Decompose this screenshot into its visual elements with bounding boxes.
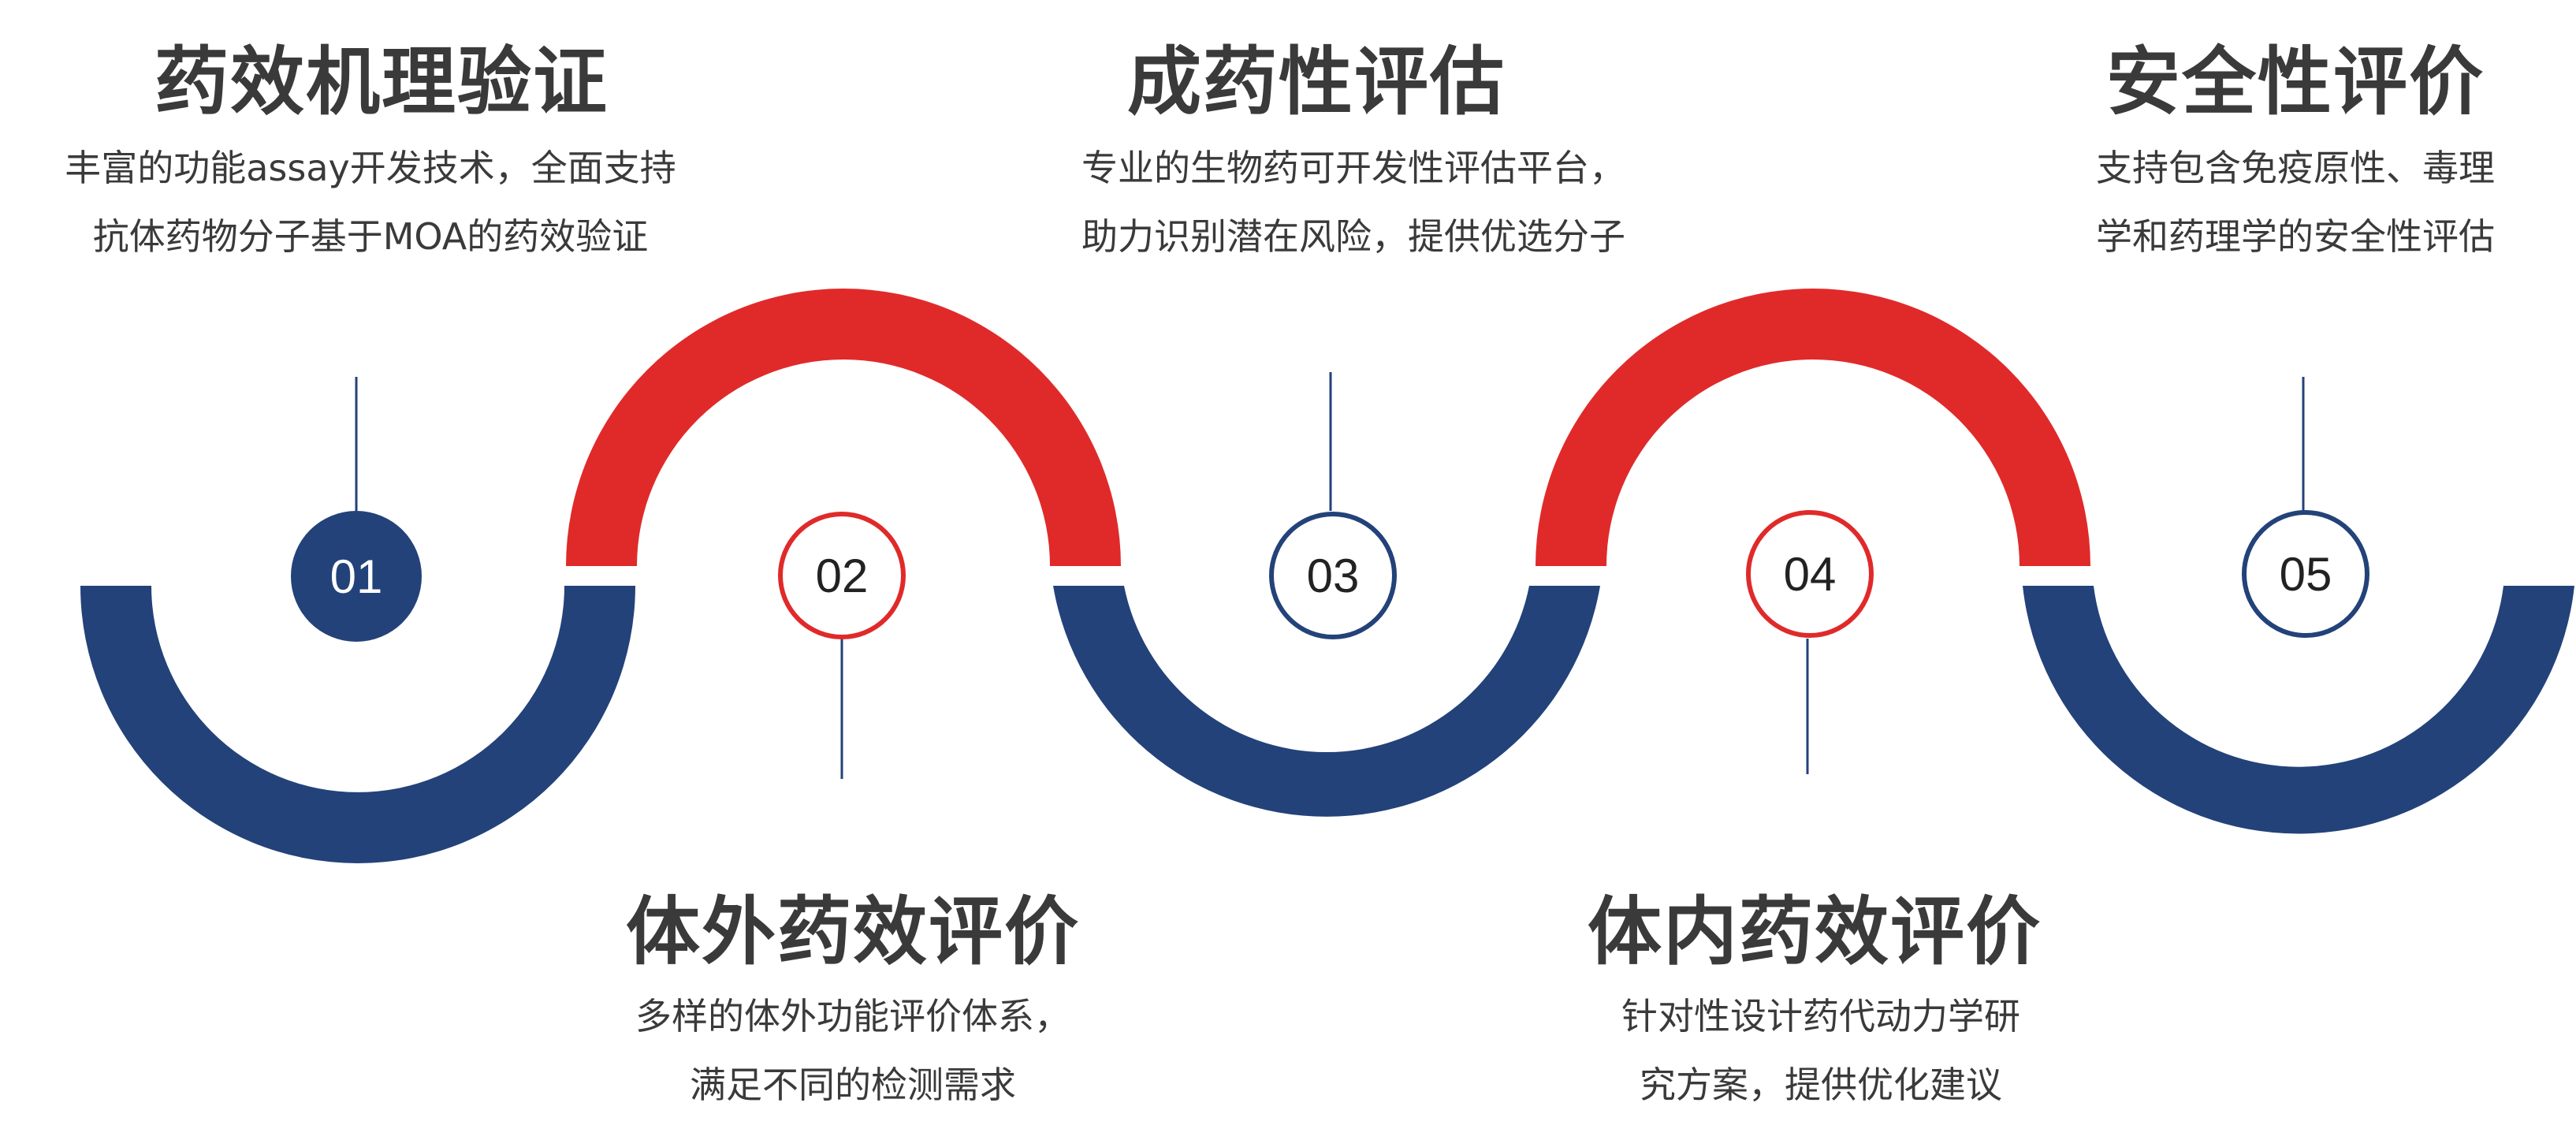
step-desc-01-line-2: 抗体药物分子基于MOA的药效验证 [92,215,649,259]
step-desc-02-line-1: 多样的体外功能评价体系， [635,995,1070,1038]
step-desc-04: 针对性设计药代动力学研 究方案，提供优化建议 [1427,982,2215,1120]
step-desc-01-line-1: 丰富的功能assay开发技术，全面支持 [65,147,676,189]
step-desc-02: 多样的体外功能评价体系， 满足不同的检测需求 [459,982,1247,1120]
step-desc-05-line-1: 支持包含免疫原性、毒理 [2096,147,2495,189]
step-desc-02-line-2: 满足不同的检测需求 [690,1064,1016,1107]
step-badge-05: 05 [2242,510,2369,638]
step-desc-05: 支持包含免疫原性、毒理 学和药理学的安全性评估 [1901,134,2576,272]
step-number-05: 05 [2280,548,2332,601]
step-desc-03-line-1: 专业的生物药可开发性评估平台， [1081,147,1625,189]
step-number-03: 03 [1307,550,1360,602]
step-title-04: 体内药效评价 [1587,889,2042,975]
step-title-05: 安全性评价 [2105,39,2485,125]
step-desc-05-line-2: 学和药理学的安全性评估 [2096,215,2495,259]
step-title-02: 体外药效评价 [625,889,1080,975]
step-title-01: 药效机理验证 [154,39,609,125]
step-title-03: 成药性评估 [1126,39,1506,125]
step-desc-03: 专业的生物药可开发性评估平台， 助力识别潜在风险，提供优选分子 [959,134,1748,272]
wave-segment-lower-1 [80,586,635,863]
wave-segment-upper-1 [566,289,1121,566]
step-desc-04-line-2: 究方案，提供优化建议 [1640,1064,2002,1107]
step-badge-03: 03 [1269,512,1397,639]
wave-segment-upper-2 [1536,289,2090,566]
step-number-04: 04 [1784,548,1837,601]
step-number-02: 02 [816,550,869,602]
step-badge-04: 04 [1746,510,1874,638]
step-desc-03-line-2: 助力识别潜在风险，提供优选分子 [1081,215,1625,259]
step-desc-04-line-1: 针对性设计药代动力学研 [1621,995,2020,1038]
step-number-01: 01 [330,550,383,603]
step-badge-02: 02 [778,512,906,639]
step-badge-01: 01 [291,511,422,642]
wave-segment-lower-2 [1053,586,1600,817]
step-desc-01: 丰富的功能assay开发技术，全面支持 抗体药物分子基于MOA的药效验证 [0,134,765,272]
wave-segment-lower-3 [2023,586,2574,834]
